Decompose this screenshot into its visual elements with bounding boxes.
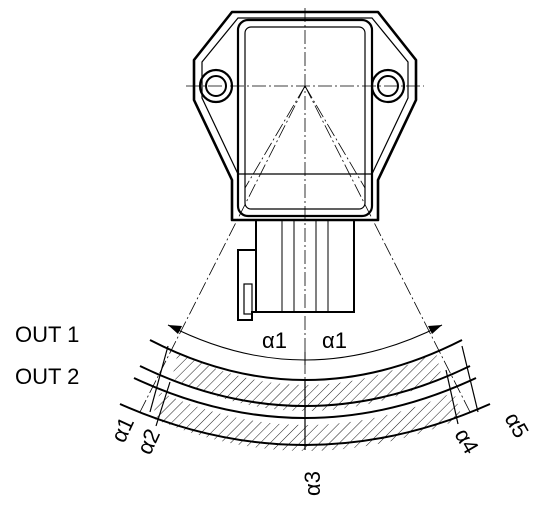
alpha-2-marker: α2 bbox=[132, 425, 165, 458]
tick-a4 bbox=[445, 369, 459, 425]
connector bbox=[237, 219, 355, 321]
out2-label: OUT 2 bbox=[15, 364, 79, 389]
alpha-4-marker: α4 bbox=[450, 424, 484, 458]
ray-right bbox=[304, 85, 471, 413]
body-angle-line-left bbox=[244, 85, 306, 189]
alpha-5-marker: α5 bbox=[500, 408, 534, 442]
tick-a5 bbox=[461, 345, 479, 413]
alpha1-left-label: α1 bbox=[262, 328, 287, 353]
connector-latch bbox=[237, 249, 256, 321]
arc-arrow-left bbox=[168, 325, 182, 334]
alpha1-dimension-arc bbox=[167, 324, 443, 365]
ray-left bbox=[139, 85, 306, 413]
out1-label: OUT 1 bbox=[15, 322, 79, 347]
alpha-3-marker: α3 bbox=[300, 471, 325, 496]
alpha1-right-label: α1 bbox=[322, 328, 347, 353]
arc-arrow-right bbox=[428, 325, 442, 334]
band-arc-1 bbox=[149, 339, 463, 381]
out2-hatched-band bbox=[152, 392, 462, 451]
output-bands bbox=[119, 339, 491, 451]
tick-a2 bbox=[155, 381, 171, 427]
body-angle-line-right bbox=[304, 85, 366, 189]
out1-hatched-band bbox=[172, 352, 442, 411]
housing-flange-outline bbox=[192, 10, 418, 222]
tick-a1 bbox=[149, 345, 169, 413]
